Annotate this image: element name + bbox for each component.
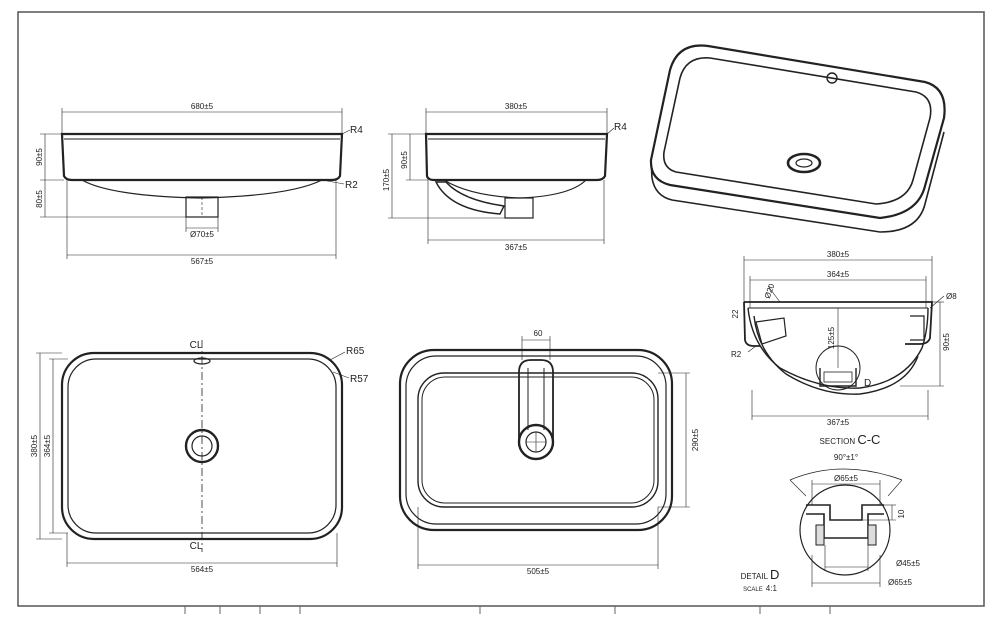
front-width-top: 680±5 — [191, 102, 214, 111]
side-width-top: 380±5 — [505, 102, 528, 111]
detail-scale-label: SCALE — [743, 587, 763, 593]
detail-angle: 90°±1° — [834, 453, 858, 462]
bottom-foot — [417, 372, 659, 508]
bottom-view — [398, 336, 690, 569]
bottom-outer — [398, 348, 674, 532]
side-width-bottom: 367±5 — [505, 243, 528, 252]
side-height-total: 170±5 — [382, 168, 391, 191]
section-small-r2: R2 — [731, 350, 742, 359]
top-height-outer: 380±5 — [30, 434, 39, 457]
front-view — [40, 108, 351, 259]
detail-dia-top: Ø65±5 — [834, 474, 859, 483]
detail-title-letter: D — [770, 567, 779, 582]
front-width-bottom: 567±5 — [191, 257, 214, 266]
section-width-inner: 364±5 — [827, 270, 850, 279]
section-drain — [819, 368, 857, 387]
section-detail-letter: D — [864, 378, 871, 389]
top-overflow — [193, 357, 211, 365]
front-drain-dia: Ø70±5 — [190, 230, 215, 239]
iso-overflow-hole — [826, 72, 838, 84]
side-basin-outline — [424, 132, 609, 182]
side-overflow-channel — [434, 181, 506, 215]
front-height-rim: 90±5 — [35, 148, 44, 166]
detail-height-10: 10 — [897, 509, 906, 518]
top-radius-inner: R57 — [350, 374, 369, 385]
side-height-rim: 90±5 — [400, 151, 409, 169]
section-cc — [743, 256, 945, 420]
iso-inner-rim — [662, 57, 932, 205]
detail-title: DETAIL D — [741, 567, 780, 582]
section-overflow — [755, 317, 787, 345]
bottom-width: 505±5 — [527, 567, 550, 576]
top-radius-outer: R65 — [346, 346, 365, 357]
isometric-view — [649, 44, 946, 233]
section-small-22: 22 — [731, 309, 740, 318]
bottom-drain — [517, 423, 555, 461]
section-width-outer: 380±5 — [827, 250, 850, 259]
bottom-overflow-channel — [518, 359, 554, 446]
side-radius-top: R4 — [614, 122, 627, 133]
front-radius-top: R4 — [350, 125, 363, 136]
detail-d — [789, 468, 903, 587]
sheet-border — [17, 11, 985, 607]
bottom-height: 290±5 — [691, 428, 700, 451]
top-drain — [184, 428, 220, 464]
section-height: 90±5 — [942, 333, 951, 351]
front-height-base: 80±5 — [35, 190, 44, 208]
bottom-tap-width: 60 — [534, 329, 543, 338]
top-centerline-mark-bottom: CL — [190, 541, 203, 552]
detail-title-prefix: DETAIL — [741, 572, 770, 581]
section-title-prefix: SECTION — [820, 437, 858, 446]
detail-dia-bottom: Ø65±5 — [888, 578, 913, 587]
section-dia-8: Ø8 — [946, 292, 957, 301]
front-bowl-curve — [81, 179, 323, 199]
detail-scale-value: 4:1 — [766, 584, 778, 593]
detail-dia-mid: Ø45±5 — [896, 559, 921, 568]
section-title-letters: C-C — [857, 432, 880, 447]
iso-side-wall — [650, 131, 945, 233]
title-block-ticks — [184, 606, 831, 614]
section-title: SECTION C-C — [820, 432, 881, 447]
side-view — [388, 108, 615, 244]
front-radius-bottom: R2 — [345, 180, 358, 191]
top-height-inner: 364±5 — [43, 434, 52, 457]
section-depth: 125±5 — [827, 326, 836, 349]
section-dia-20: Ø20 — [763, 282, 777, 300]
section-width-bottom: 367±5 — [827, 418, 850, 427]
iso-outer-rim — [649, 44, 946, 220]
top-width: 564±5 — [191, 565, 214, 574]
side-drain — [504, 197, 534, 219]
iso-drain — [786, 152, 822, 174]
front-basin-outline — [60, 132, 344, 182]
detail-circle — [799, 484, 891, 576]
top-view — [36, 340, 350, 567]
top-centerline-mark-top: CL — [190, 340, 203, 351]
